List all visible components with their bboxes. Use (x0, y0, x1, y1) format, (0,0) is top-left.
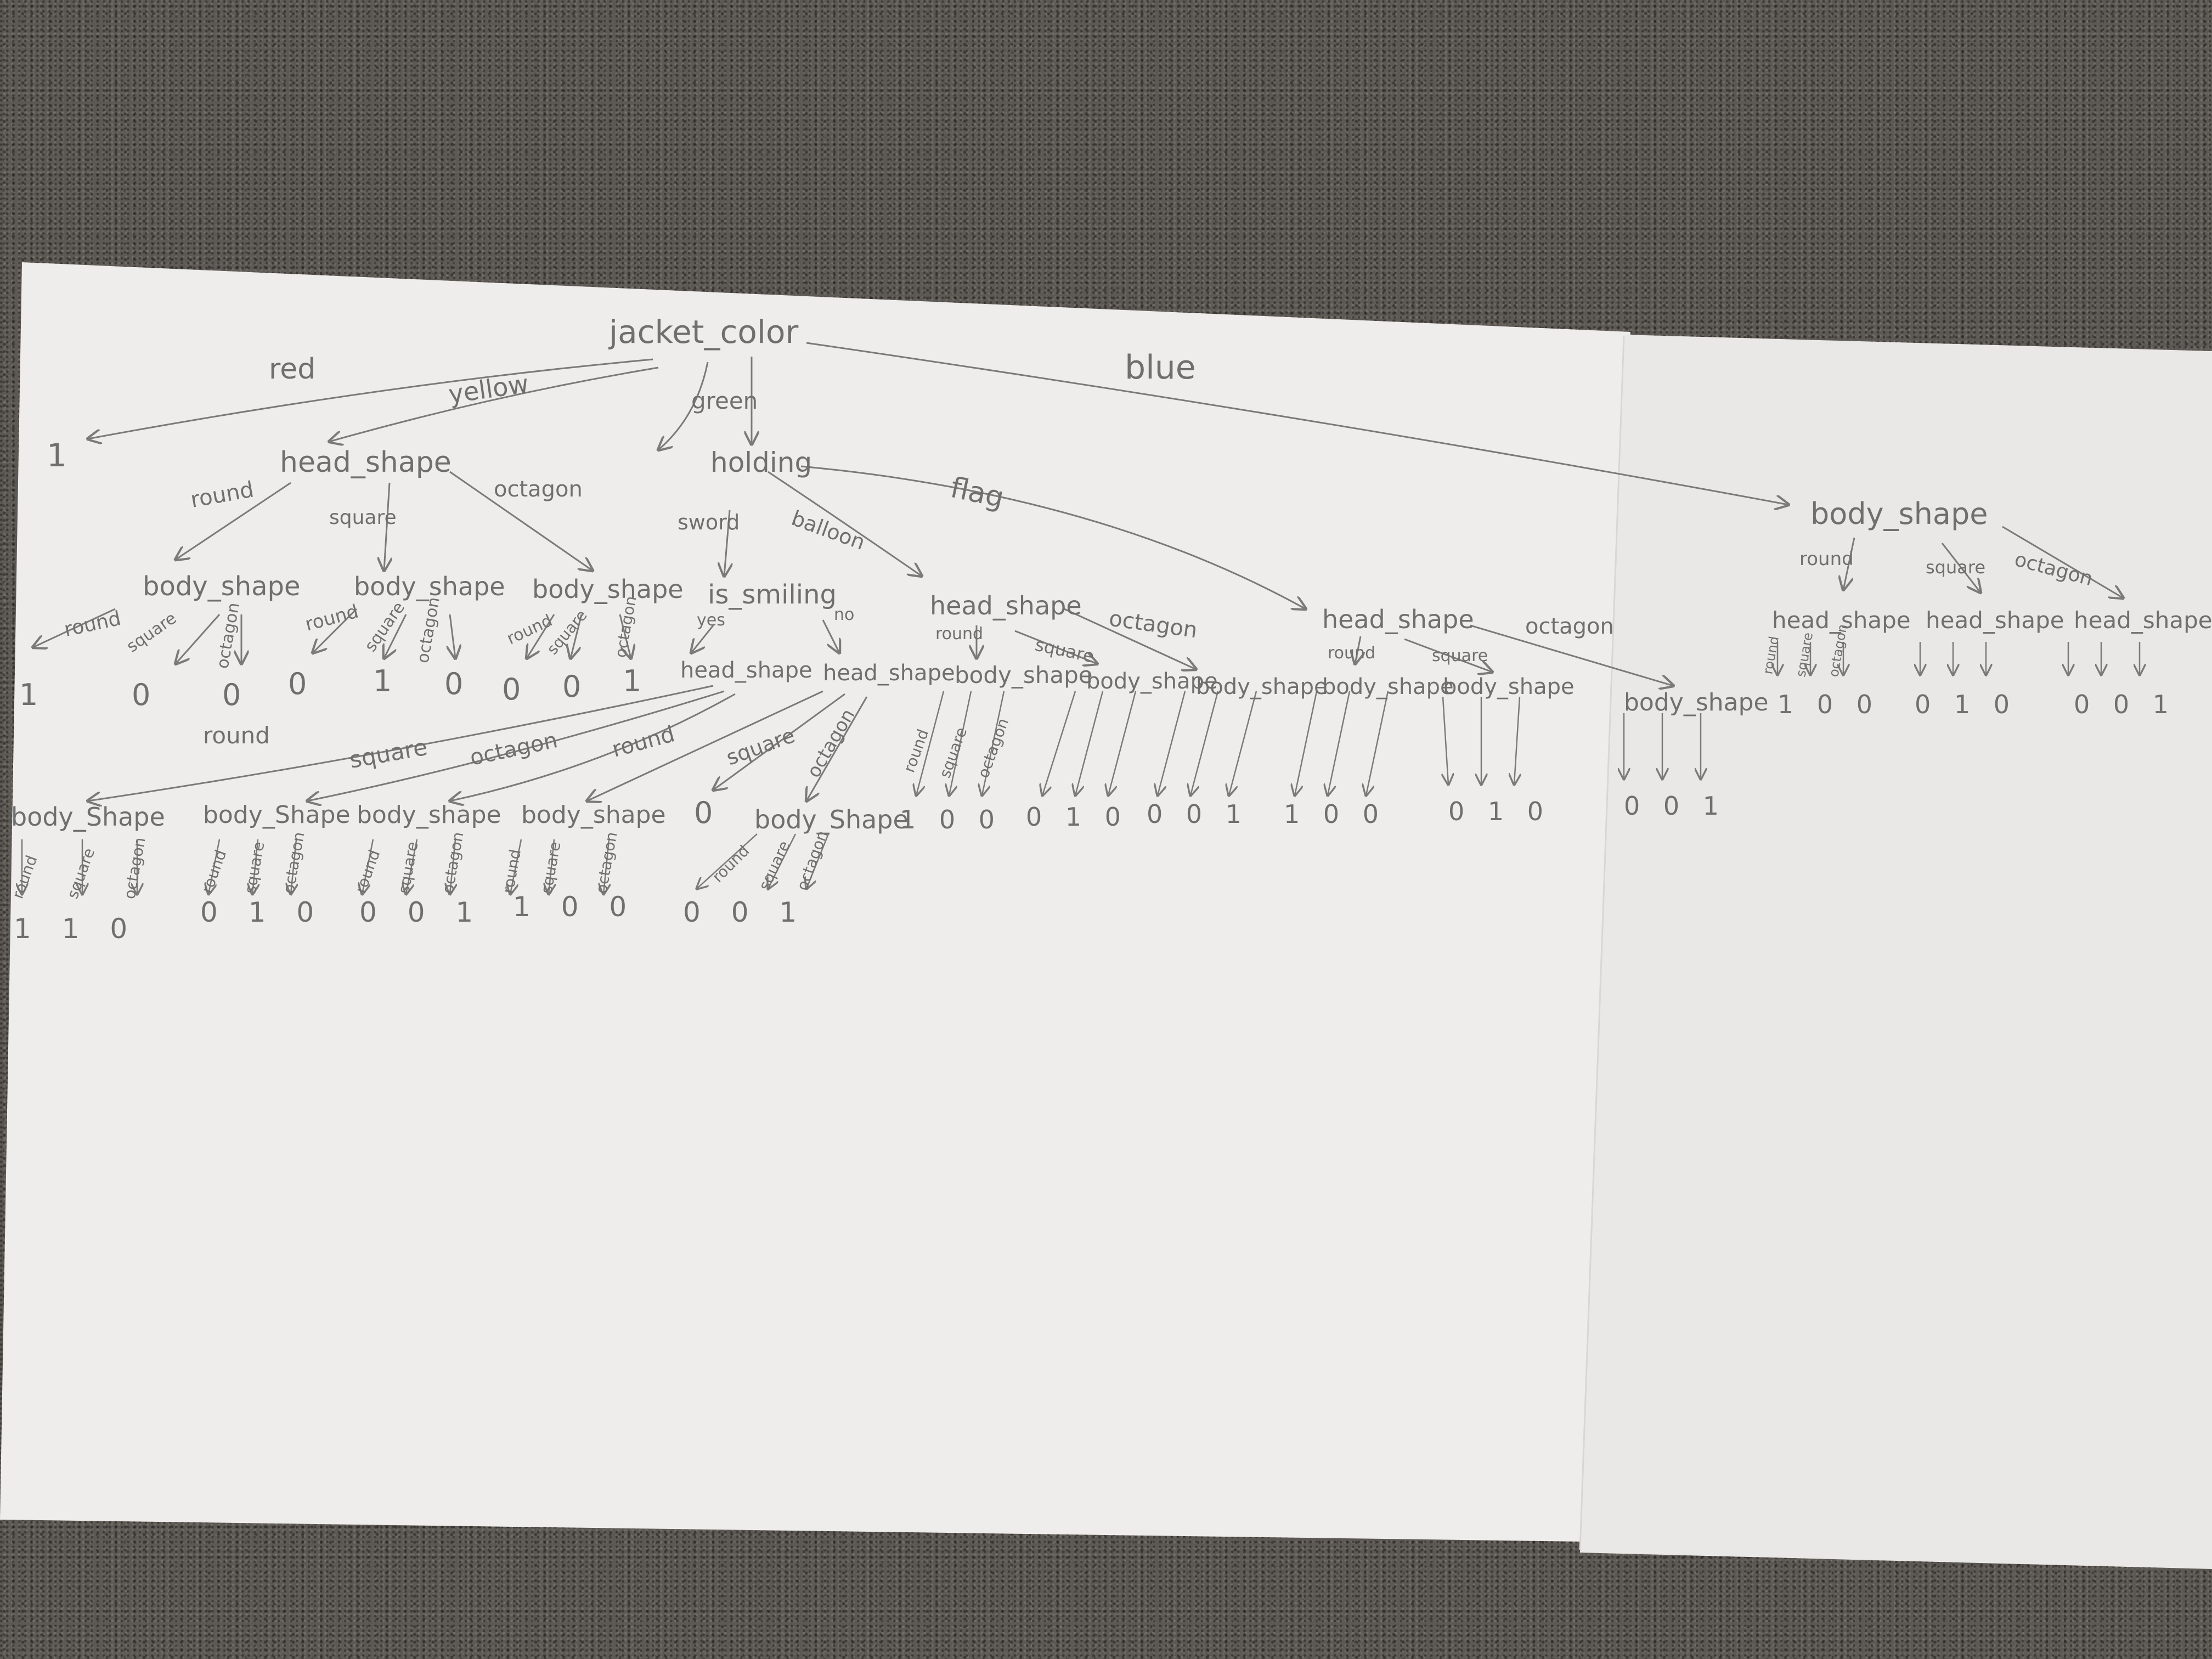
edge-label-octagon: octagon (1525, 614, 1614, 639)
leaf-value: 0 (222, 678, 241, 712)
leaf-value: 0 (444, 667, 463, 701)
edge-label-green: green (691, 387, 758, 414)
leaf-value: 0 (562, 669, 581, 704)
edge-label-octagon: octagon (494, 477, 583, 502)
leaf-values: 0 1 0 (1448, 797, 1551, 826)
node-head-shape-yellow: head_shape (280, 446, 452, 479)
node-body-shape: body_shape (1086, 669, 1218, 694)
node-head-shape-balloon: head_shape (930, 591, 1082, 620)
edge-label-square: square (329, 506, 397, 529)
leaf-values: 0 0 1 (683, 896, 808, 928)
node-head-shape: head_shape (680, 658, 812, 683)
node-body-shape: body_shape (143, 571, 301, 602)
leaf-values: 1 0 0 (1284, 799, 1386, 829)
node-head-shape: head_shape (1772, 607, 1911, 634)
leaf-values: 0 1 0 (200, 896, 325, 928)
node-head-shape-flag: head_shape (1322, 605, 1474, 634)
node-body-shape: body_shape (357, 801, 501, 829)
node-body-shape: body_Shape (203, 801, 351, 829)
edge-label-blue: blue (1125, 348, 1196, 387)
node-head-shape: head_shape (1926, 607, 2064, 634)
node-body-shape: body_shape (1322, 674, 1454, 699)
node-is-smiling: is_smiling (708, 579, 837, 610)
node-body-shape-blue: body_shape (1810, 496, 1988, 531)
leaf-values: 1 0 0 (900, 805, 1002, 834)
node-holding: holding (710, 447, 812, 478)
edge-label-red: red (269, 353, 315, 386)
leaf-value: 0 (502, 672, 521, 707)
node-body-shape: body_shape (1196, 674, 1328, 699)
paper-sheet-left (0, 262, 1630, 1542)
leaf-value: 1 (19, 678, 38, 712)
leaf-values: 0 0 1 (1624, 791, 1726, 821)
edge-label-round: round (203, 722, 270, 749)
leaf-value: 0 (288, 667, 307, 701)
node-body-shape: body_shape (354, 572, 505, 601)
node-body-shape: body_shape (521, 801, 666, 829)
leaf-value: 0 (694, 795, 713, 830)
leaf-red: 1 (47, 437, 67, 474)
leaf-value: 1 (373, 664, 392, 698)
edge-label-square: square (1432, 646, 1488, 665)
leaf-value: 1 (623, 664, 641, 698)
edge-label-round: round (1328, 644, 1375, 663)
leaf-values: 0 0 1 (2074, 690, 2176, 719)
leaf-values: 0 1 0 (1915, 690, 2017, 719)
leaf-values: 0 1 0 (1026, 802, 1128, 832)
node-body-shape: body_shape (1624, 689, 1769, 716)
node-body-shape: body_Shape (754, 805, 909, 834)
root-node: jacket_color (608, 313, 798, 351)
leaf-values: 1 0 0 (513, 891, 637, 923)
edge-label-yes: yes (697, 611, 725, 630)
paper-sheet-right (1580, 335, 2212, 1569)
edges (22, 342, 2140, 894)
node-head-shape: head_shape (2074, 607, 2212, 634)
edge-label-round: round (1799, 548, 1854, 570)
edge-label-no: no (834, 605, 854, 624)
node-body-shape: body_shape (1443, 674, 1575, 699)
node-body-shape: body_shape (532, 574, 684, 604)
node-head-shape: head_shape (823, 661, 955, 686)
leaf-values: 1 1 0 (14, 913, 138, 945)
paper-seam (1579, 335, 1625, 1550)
edge-label-sword: sword (678, 510, 740, 534)
node-body-shape: body_shape (955, 662, 1093, 689)
leaf-value: 0 (132, 678, 150, 712)
leaf-values: 0 0 1 (359, 896, 484, 928)
node-body-shape: body_Shape (11, 802, 165, 832)
leaf-values: 0 0 1 (1147, 799, 1249, 829)
edge-label-round: round (935, 624, 983, 644)
edge-label-square: square (1926, 557, 1985, 578)
leaf-values: 1 0 0 (1778, 690, 1880, 719)
